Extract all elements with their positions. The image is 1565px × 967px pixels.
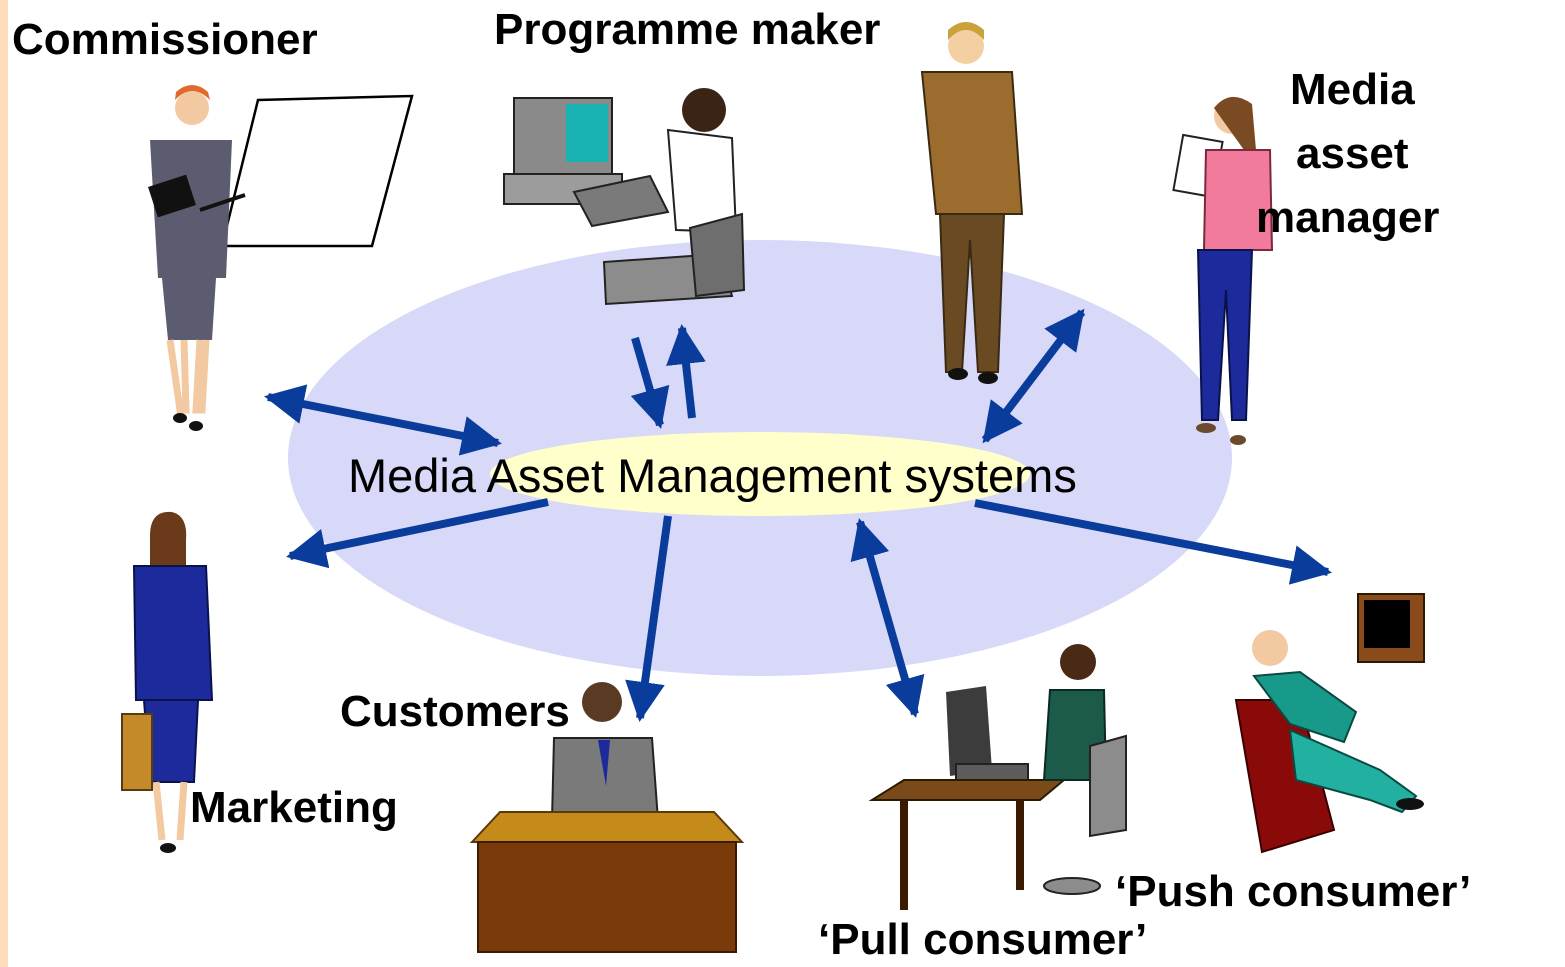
arrow-pull-consumer [850, 518, 925, 718]
mam-inner-ellipse [490, 432, 1030, 516]
label-customers: Customers [340, 687, 570, 736]
arrow-push-consumer [974, 499, 1332, 585]
push-consumer-figure [1234, 593, 1425, 854]
pull-consumer-figure [868, 644, 1127, 910]
arrow-commissioner [264, 384, 502, 456]
label-media-asset-manager-1: Media [1290, 65, 1415, 114]
standing-man-figure [920, 22, 1024, 384]
arrow-customers [625, 515, 672, 722]
marketing-figure [121, 511, 214, 853]
media-asset-manager-figure [1172, 96, 1274, 445]
arrow-marketing [286, 498, 549, 569]
label-pull-consumer: ‘Pull consumer’ [818, 915, 1148, 964]
commissioner-figure [148, 85, 414, 431]
label-push-consumer: ‘Push consumer’ [1115, 867, 1472, 916]
label-commissioner: Commissioner [12, 15, 318, 64]
label-mam-systems: Media Asset Management systems [348, 449, 1077, 502]
arrow-programme-maker-up [666, 324, 706, 419]
arrow-programme-maker-down [630, 336, 670, 429]
programme-maker-figure [503, 88, 746, 306]
label-media-asset-manager-2: asset [1296, 129, 1409, 178]
label-media-asset-manager-3: manager [1256, 193, 1440, 242]
customer-figure [469, 682, 745, 953]
left-accent-bar [0, 0, 8, 967]
label-marketing: Marketing [190, 783, 398, 832]
arrows-group [264, 308, 1332, 722]
arrow-media-asset-manager [981, 308, 1086, 444]
label-programme-maker: Programme maker [494, 5, 881, 54]
